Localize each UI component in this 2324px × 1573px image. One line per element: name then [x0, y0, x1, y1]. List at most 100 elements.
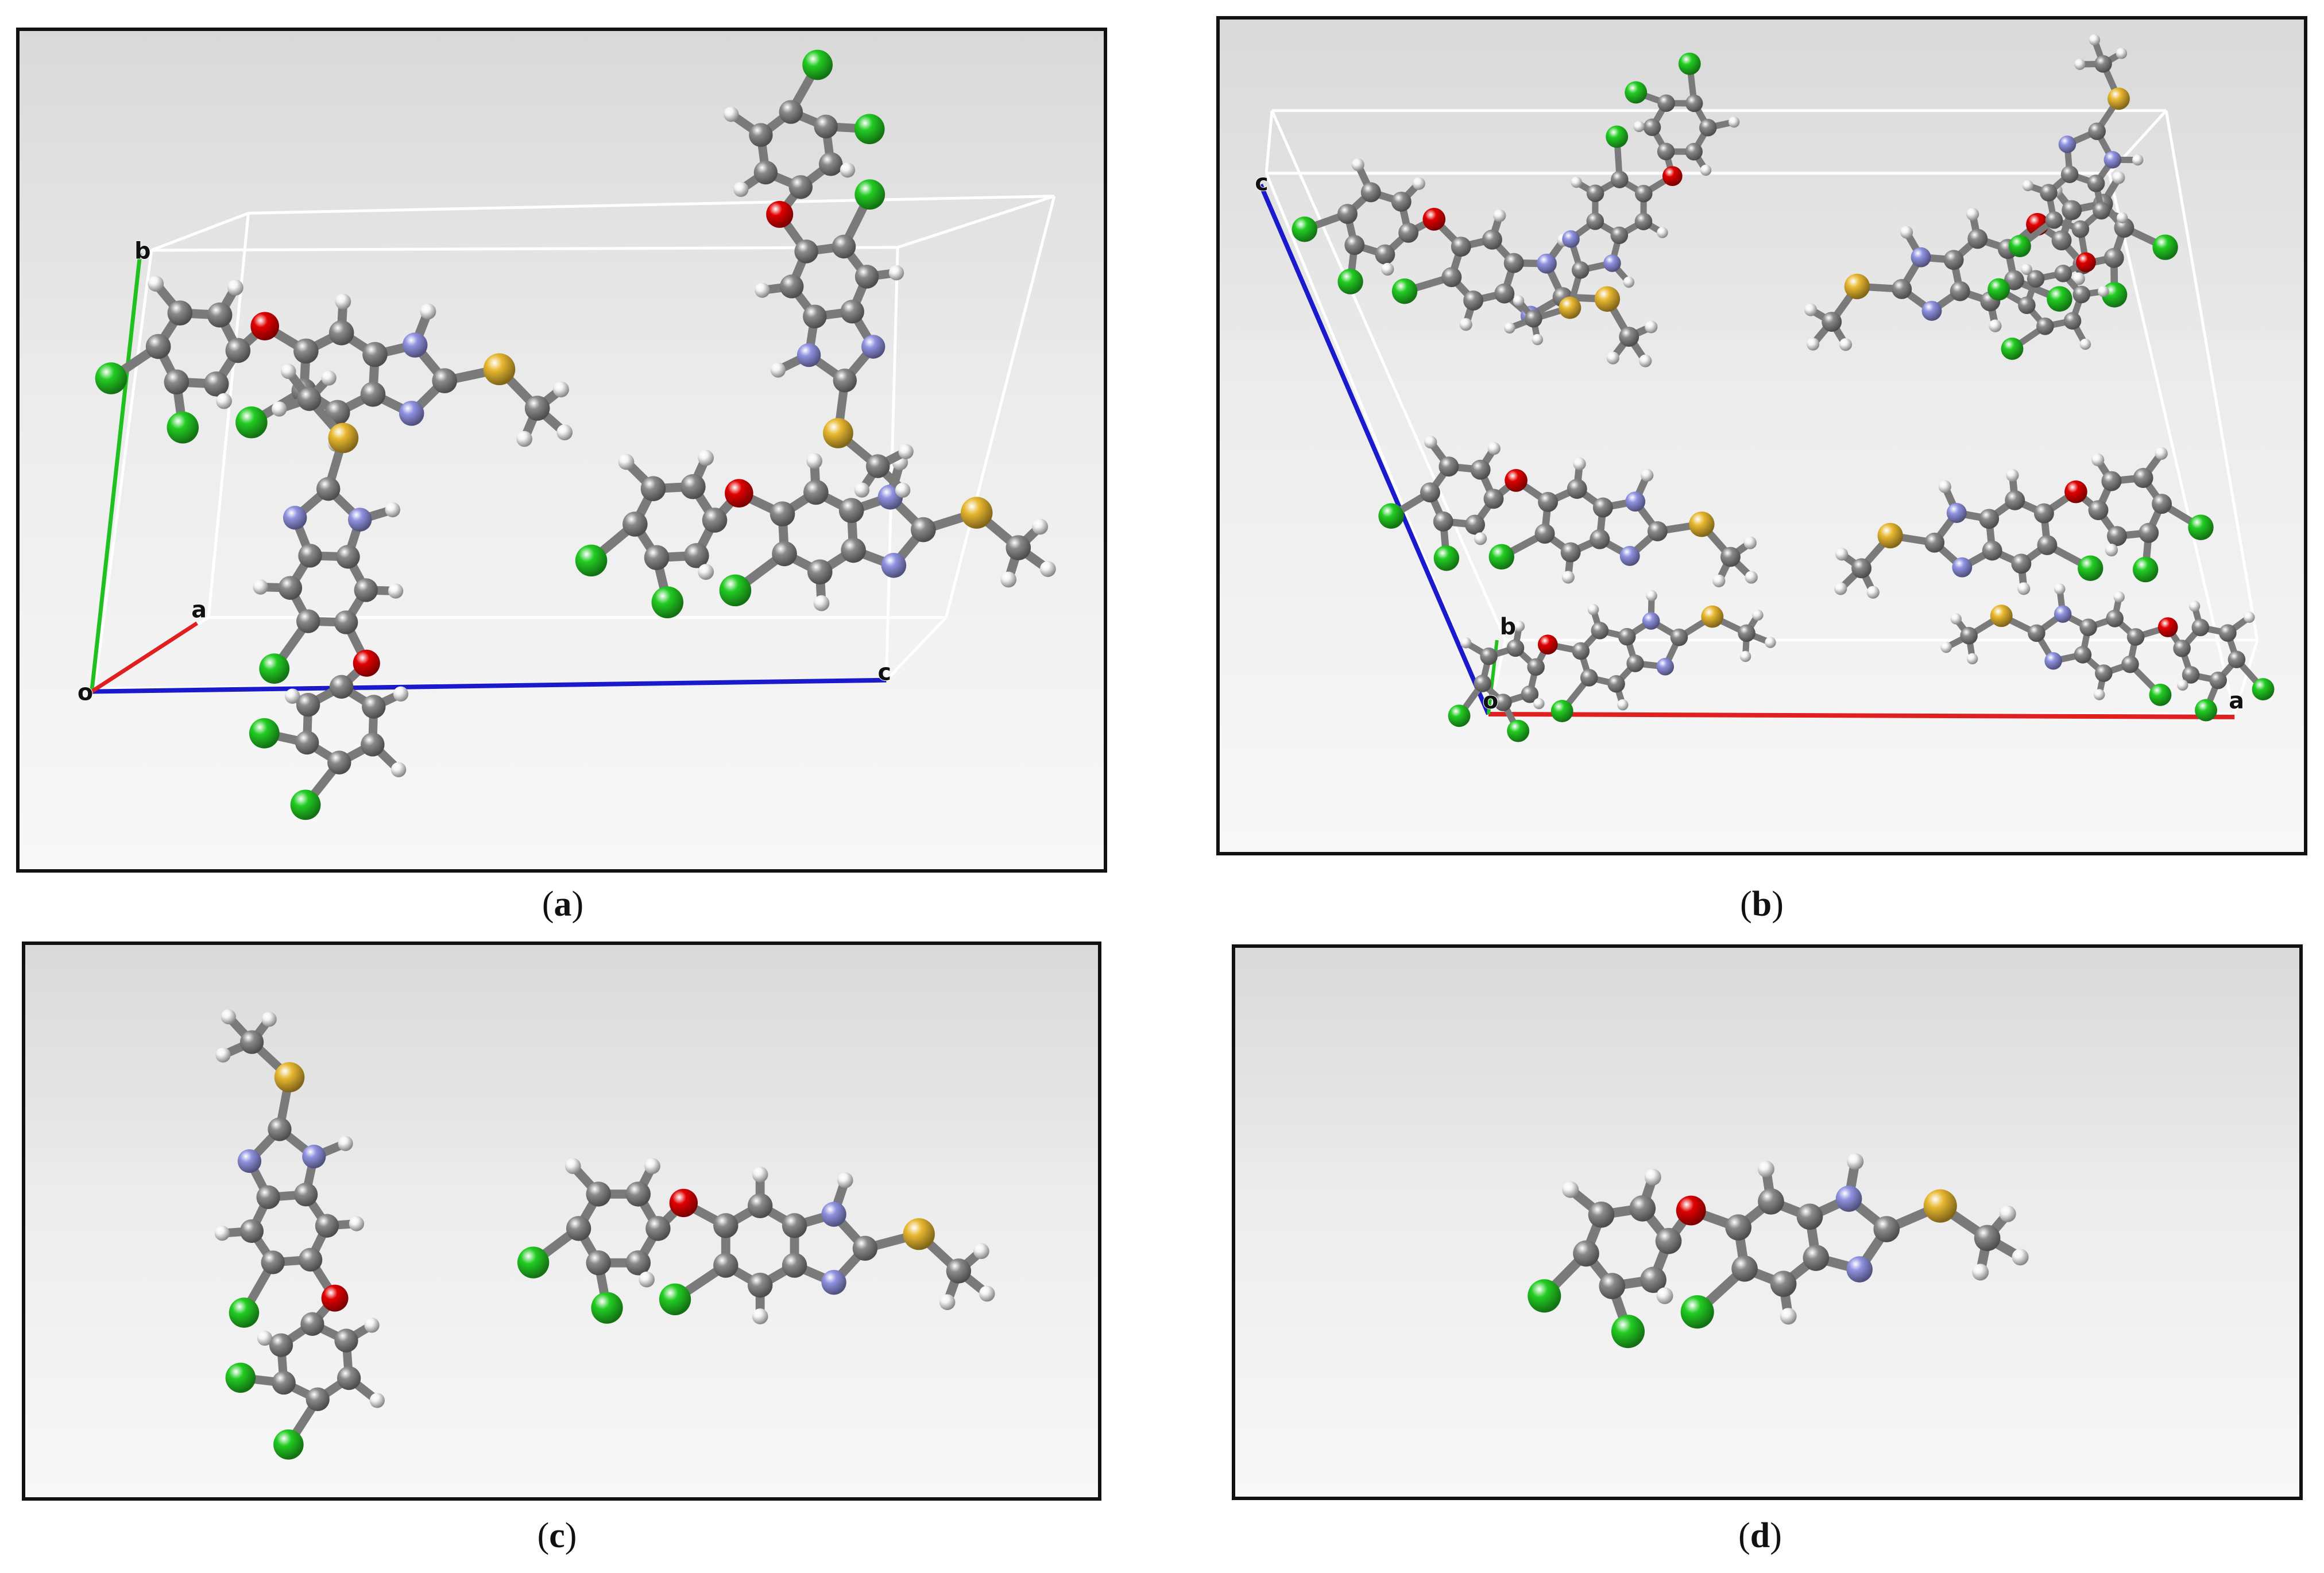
- atom-c: [2087, 175, 2105, 192]
- atom-c: [1521, 685, 1539, 703]
- atom-c: [713, 1253, 738, 1278]
- atom-h: [1606, 351, 1619, 365]
- atom-c: [300, 1312, 324, 1336]
- atom-c: [225, 338, 251, 363]
- atom-c: [145, 334, 171, 359]
- atom-h: [1972, 1264, 1989, 1281]
- atom-h: [1950, 613, 1962, 625]
- atom-cl: [575, 544, 608, 577]
- atom-o: [2064, 480, 2087, 503]
- atom-c: [2219, 624, 2237, 642]
- atom-cl: [2252, 678, 2275, 700]
- atom-c: [1525, 309, 1542, 328]
- atom-cl: [517, 1246, 550, 1278]
- atom-cl: [1611, 1315, 1645, 1349]
- atom-c: [1738, 624, 1755, 642]
- atom-h: [770, 362, 786, 378]
- atom-c: [1527, 658, 1545, 676]
- atom-c: [2173, 640, 2191, 657]
- atom-h: [1641, 468, 1654, 482]
- atom-c: [779, 100, 803, 124]
- atom-h: [1474, 532, 1487, 545]
- atom-h: [1657, 227, 1668, 238]
- atom-o: [1422, 208, 1446, 231]
- atom-c: [2228, 650, 2246, 668]
- axis-b-line: [90, 253, 142, 692]
- atom-c: [1657, 142, 1675, 161]
- atom-h: [724, 106, 739, 122]
- atom-h: [1639, 354, 1652, 367]
- atom-h: [253, 579, 268, 595]
- atom-h: [556, 424, 573, 441]
- atom-h: [2012, 1249, 2029, 1266]
- atom-h: [1834, 582, 1847, 595]
- atom-c: [1731, 1256, 1758, 1282]
- atom-cl: [2101, 282, 2128, 308]
- atom-cl: [1488, 544, 1514, 570]
- atom-h: [1938, 480, 1951, 493]
- atom-h: [755, 282, 770, 298]
- atom-h: [214, 1226, 230, 1241]
- atom-c: [788, 175, 813, 199]
- atom-o: [250, 312, 279, 340]
- atom-n: [399, 401, 424, 426]
- atom-c: [2063, 312, 2082, 330]
- atom-h: [895, 482, 911, 498]
- atom-c: [782, 1253, 807, 1278]
- atom-c: [1494, 283, 1515, 304]
- atom-c: [1619, 327, 1639, 347]
- atom-c: [640, 476, 666, 502]
- atom-c: [840, 300, 864, 324]
- atom-c: [1770, 1270, 1797, 1297]
- atom-c: [256, 1185, 280, 1210]
- atom-n: [2054, 605, 2072, 623]
- atom-cl: [2149, 683, 2172, 706]
- atom-c: [329, 675, 354, 699]
- atom-h: [806, 453, 823, 469]
- caption-d: (d): [1738, 1516, 1782, 1555]
- atom-c: [1982, 540, 2002, 561]
- atom-h: [564, 1158, 581, 1175]
- atom-h: [261, 1012, 277, 1027]
- atom-h: [393, 686, 409, 702]
- atom-h: [2074, 59, 2086, 70]
- atom-c: [946, 1258, 972, 1284]
- atom-h: [2116, 48, 2128, 59]
- atom-c: [207, 302, 233, 328]
- atom-c: [1441, 267, 1462, 288]
- atom-h: [1752, 609, 1764, 621]
- atom-n: [2103, 151, 2122, 169]
- atom-h: [2155, 447, 2168, 460]
- atom-h: [1804, 303, 1818, 316]
- atom-h: [1533, 698, 1545, 710]
- atom-c: [854, 265, 879, 289]
- molecule: [575, 450, 1056, 618]
- atom-c: [1873, 1216, 1900, 1242]
- atom-c: [269, 1333, 293, 1357]
- atom-h: [2244, 611, 2255, 623]
- atom-h: [2112, 171, 2125, 184]
- atom-c: [1470, 459, 1491, 480]
- atom-h: [1839, 338, 1853, 351]
- atom-c: [1943, 250, 1964, 270]
- atom-c: [2106, 610, 2124, 627]
- atom-h: [733, 181, 749, 197]
- atom-h: [2022, 180, 2034, 192]
- atom-c: [1967, 228, 1988, 249]
- atom-h: [973, 1243, 989, 1260]
- atom-c: [622, 512, 648, 537]
- atom-c: [2074, 646, 2092, 664]
- atom-h: [837, 1172, 853, 1188]
- atom-c: [298, 544, 322, 568]
- molecule: [1834, 447, 2214, 599]
- atom-h: [338, 1136, 353, 1151]
- atom-n: [1562, 230, 1580, 248]
- atom-h: [1966, 208, 1979, 221]
- atom-o: [1505, 469, 1528, 492]
- atom-h: [1617, 699, 1629, 711]
- atom-h: [1504, 322, 1515, 334]
- atom-c: [1725, 1214, 1752, 1241]
- atom-h: [618, 454, 635, 470]
- atom-c: [334, 1328, 358, 1353]
- atom-h: [854, 482, 870, 498]
